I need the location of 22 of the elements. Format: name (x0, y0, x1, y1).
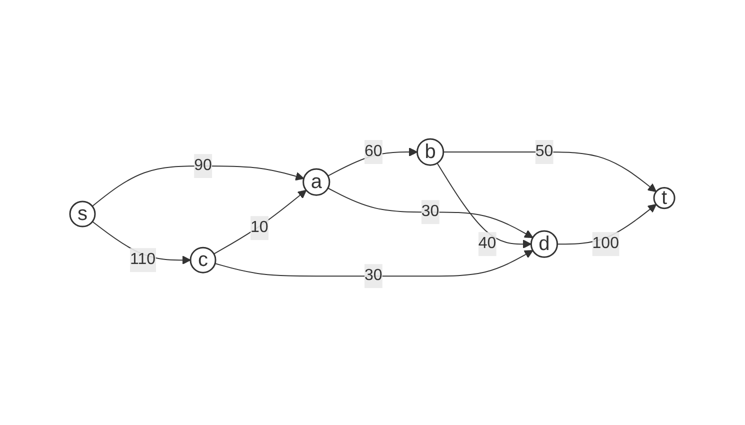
edge-label: 10 (250, 219, 269, 236)
edge-label: 110 (130, 251, 156, 268)
edge-label: 90 (194, 157, 212, 174)
node-circle: t (653, 186, 676, 210)
arrow (214, 250, 534, 277)
arrow (214, 190, 307, 254)
arrow (328, 148, 418, 176)
node-circle: b (416, 138, 444, 166)
edge-label: 30 (422, 203, 440, 220)
arrow (443, 151, 657, 192)
node-circle: d (530, 230, 558, 258)
edge-label: 100 (592, 235, 620, 252)
node-circle: s (69, 200, 96, 228)
arrow (328, 188, 534, 238)
edge-label: 50 (536, 142, 554, 160)
edge-label: 30 (364, 267, 382, 284)
edge-label: 60 (364, 142, 382, 160)
node-circle: c (190, 246, 216, 274)
edge-label: 40 (478, 235, 496, 252)
node-circle: a (302, 168, 330, 196)
arrow (92, 166, 304, 207)
arrow (436, 162, 532, 248)
